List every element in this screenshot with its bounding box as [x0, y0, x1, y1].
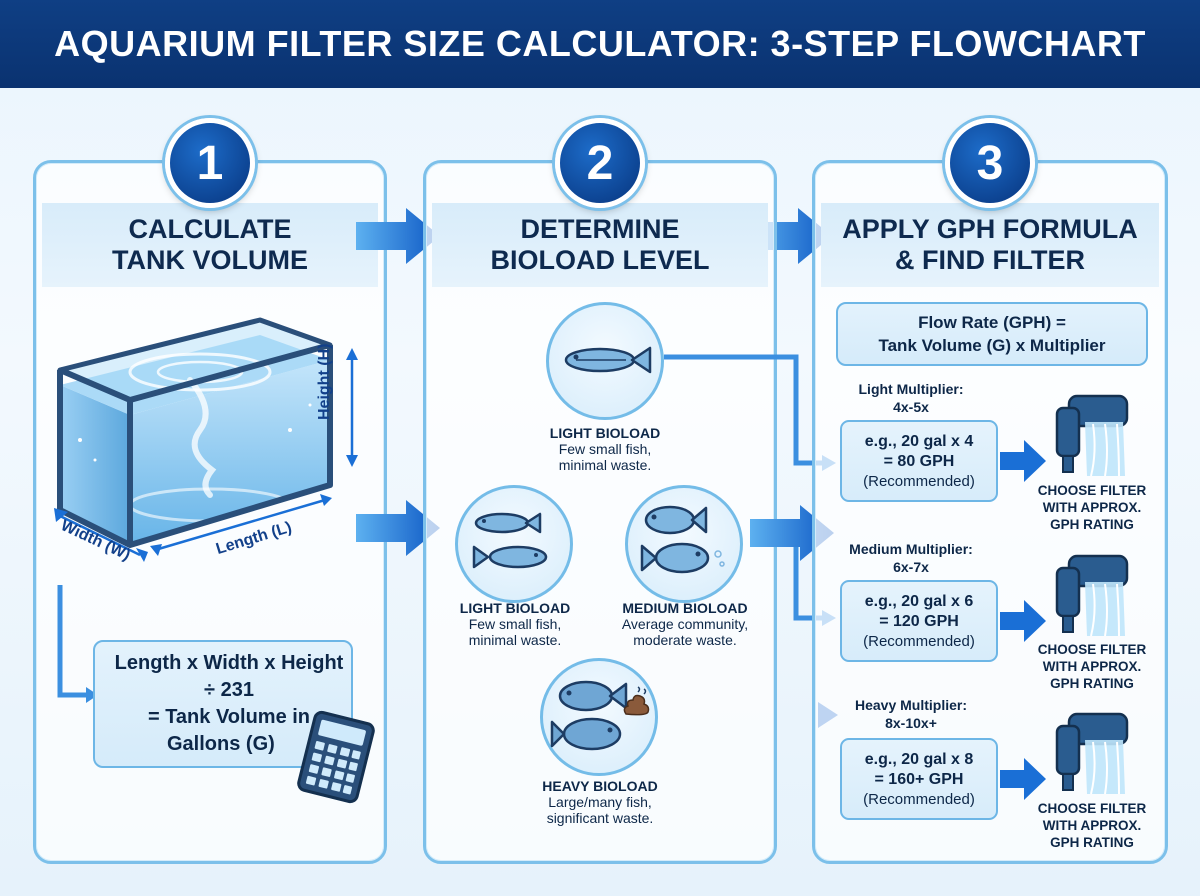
- step-1-heading-line-1: CALCULATE: [128, 214, 292, 244]
- choose-filter-light-line-2: WITH APPROX.: [1042, 500, 1142, 515]
- multiplier-heavy-line-2: 8x-10x+: [885, 715, 937, 731]
- multiplier-label-light: Light Multiplier: 4x-5x: [836, 380, 986, 416]
- gph-formula-line-2: Tank Volume (G) x Multiplier: [878, 336, 1106, 355]
- fish-icon: [550, 680, 628, 751]
- choose-filter-heavy-line-1: CHOOSE FILTER: [1037, 801, 1147, 816]
- bioload-desc-medium-2: moderate waste.: [633, 632, 737, 648]
- choose-filter-heavy: CHOOSE FILTER WITH APPROX. GPH RATING: [1026, 800, 1158, 851]
- choose-filter-light: CHOOSE FILTER WITH APPROX. GPH RATING: [1026, 482, 1158, 533]
- multiplier-light-line-2: 4x-5x: [893, 399, 929, 415]
- step-2-heading: DETERMINE BIOLOAD LEVEL: [432, 203, 768, 287]
- fish-icon: [472, 512, 548, 569]
- volume-formula-line-1: Length x Width x Height: [114, 652, 344, 674]
- step-2-badge: 2: [555, 118, 645, 208]
- bioload-desc-heavy-1: Large/many fish,: [548, 794, 652, 810]
- choose-filter-medium-line-3: GPH RATING: [1050, 676, 1134, 691]
- choose-filter-medium: CHOOSE FILTER WITH APPROX. GPH RATING: [1026, 641, 1158, 692]
- example-box-medium: e.g., 20 gal x 6 = 120 GPH (Recommended): [840, 580, 998, 662]
- calculator-icon: [297, 710, 375, 804]
- bioload-label-light: LIGHT BIOLOAD Few small fish, minimal wa…: [430, 600, 600, 648]
- choose-filter-heavy-line-2: WITH APPROX.: [1042, 818, 1142, 833]
- bioload-title-light-top: LIGHT BIOLOAD: [549, 425, 661, 441]
- choose-filter-medium-line-2: WITH APPROX.: [1042, 659, 1142, 674]
- volume-formula-line-4: Gallons (G): [167, 733, 275, 755]
- bioload-desc-light-2: minimal waste.: [468, 632, 562, 648]
- bioload-desc-heavy-2: significant waste.: [546, 810, 654, 826]
- bioload-desc-light-top-1: Few small fish,: [558, 441, 652, 457]
- bioload-label-heavy: HEAVY BIOLOAD Large/many fish, significa…: [510, 778, 690, 826]
- step-1-heading-line-2: TANK VOLUME: [112, 245, 308, 275]
- example-medium-line-2: = 120 GPH: [879, 612, 959, 630]
- aquarium-tank-icon: [54, 317, 358, 562]
- bioload-label-light-top: LIGHT BIOLOAD Few small fish, minimal wa…: [500, 425, 710, 473]
- step-3-heading-line-2: & FIND FILTER: [895, 245, 1085, 275]
- gph-formula-box: Flow Rate (GPH) = Tank Volume (G) x Mult…: [836, 302, 1148, 366]
- example-light-line-1: e.g., 20 gal x 4: [864, 432, 974, 450]
- title-bar: AQUARIUM FILTER SIZE CALCULATOR: 3-STEP …: [0, 0, 1200, 88]
- step-3-badge: 3: [945, 118, 1035, 208]
- step-3-heading: APPLY GPH FORMULA & FIND FILTER: [821, 203, 1159, 287]
- choose-filter-heavy-line-3: GPH RATING: [1050, 835, 1134, 850]
- example-box-heavy: e.g., 20 gal x 8 = 160+ GPH (Recommended…: [840, 738, 998, 820]
- bioload-desc-light-top-2: minimal waste.: [558, 457, 652, 473]
- bioload-title-medium: MEDIUM BIOLOAD: [622, 600, 748, 616]
- example-heavy-line-2: = 160+ GPH: [874, 770, 964, 788]
- bioload-circle-heavy: [540, 658, 658, 776]
- bioload-label-medium: MEDIUM BIOLOAD Average community, modera…: [595, 600, 775, 648]
- page-title: AQUARIUM FILTER SIZE CALCULATOR: 3-STEP …: [54, 23, 1146, 64]
- hang-on-back-filter-icon: [1055, 554, 1129, 637]
- fish-icon: [640, 505, 725, 574]
- bioload-circle-light: [455, 485, 573, 603]
- bioload-desc-medium-1: Average community,: [621, 616, 749, 632]
- step-3-heading-line-1: APPLY GPH FORMULA: [842, 214, 1138, 244]
- multiplier-light-line-1: Light Multiplier:: [858, 381, 964, 397]
- fish-icon: [564, 346, 652, 374]
- volume-formula-line-2: ÷ 231: [204, 679, 254, 701]
- choose-filter-light-line-1: CHOOSE FILTER: [1037, 483, 1147, 498]
- choose-filter-medium-line-1: CHOOSE FILTER: [1037, 642, 1147, 657]
- tank-to-formula-connector: [57, 585, 98, 703]
- bioload-title-heavy: HEAVY BIOLOAD: [542, 778, 658, 794]
- step-2-heading-line-2: BIOLOAD LEVEL: [490, 245, 710, 275]
- hang-on-back-filter-icon: [1055, 712, 1129, 795]
- arrow-step-1-to-2: [356, 208, 440, 264]
- step-1-heading: CALCULATE TANK VOLUME: [42, 203, 378, 287]
- hang-on-back-filter-icon: [1055, 394, 1129, 477]
- example-light-note: (Recommended): [863, 472, 975, 490]
- example-light-line-2: = 80 GPH: [883, 452, 955, 470]
- multiplier-medium-line-2: 6x-7x: [893, 559, 929, 575]
- volume-formula-line-3: = Tank Volume in: [147, 706, 311, 728]
- bioload-desc-light-1: Few small fish,: [468, 616, 562, 632]
- step-2-heading-line-1: DETERMINE: [520, 214, 680, 244]
- multiplier-medium-line-1: Medium Multiplier:: [849, 541, 973, 557]
- arrow-volume-to-bioload: [356, 500, 440, 556]
- example-box-light: e.g., 20 gal x 4 = 80 GPH (Recommended): [840, 420, 998, 502]
- multiplier-label-heavy: Heavy Multiplier: 8x-10x+: [836, 696, 986, 732]
- example-heavy-line-1: e.g., 20 gal x 8: [864, 750, 974, 768]
- gph-formula-line-1: Flow Rate (GPH) =: [918, 313, 1066, 332]
- multiplier-heavy-line-1: Heavy Multiplier:: [854, 697, 968, 713]
- choose-filter-light-line-3: GPH RATING: [1050, 517, 1134, 532]
- step-1-badge: 1: [165, 118, 255, 208]
- waste-icon: [623, 686, 650, 716]
- example-medium-line-1: e.g., 20 gal x 6: [864, 592, 974, 610]
- multiplier-label-medium: Medium Multiplier: 6x-7x: [836, 540, 986, 576]
- bioload-title-light: LIGHT BIOLOAD: [459, 600, 571, 616]
- example-heavy-note: (Recommended): [863, 790, 975, 808]
- example-medium-note: (Recommended): [863, 632, 975, 650]
